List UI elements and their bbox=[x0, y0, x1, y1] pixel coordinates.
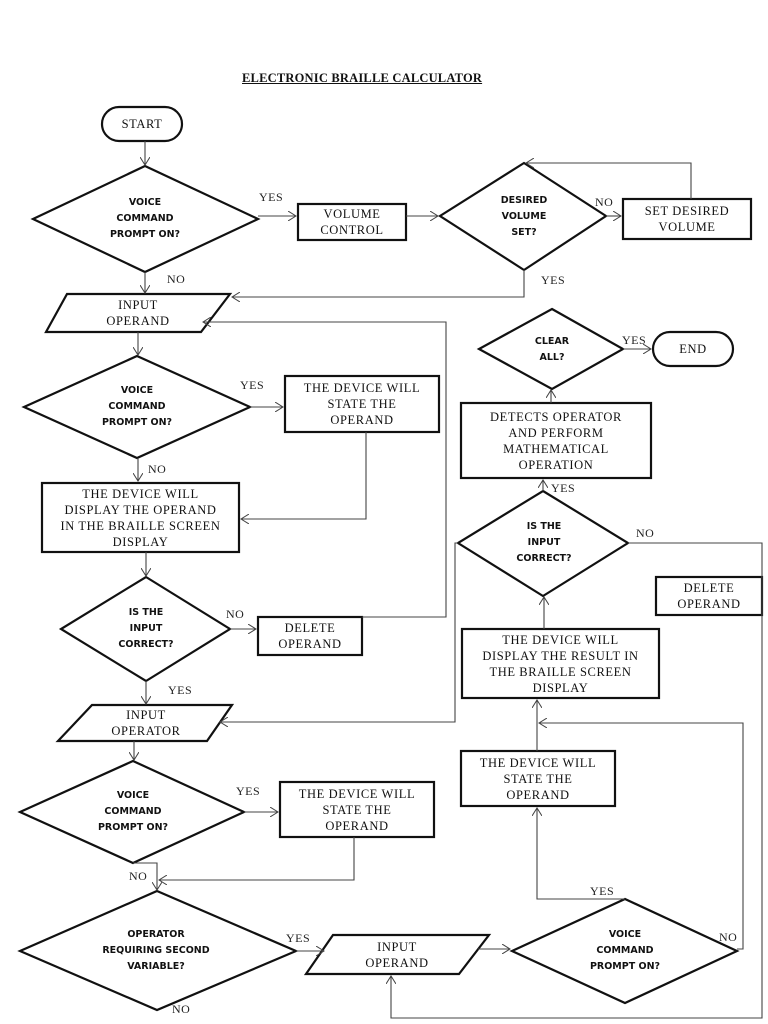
connector-desired-yes bbox=[232, 270, 525, 297]
start-terminal bbox=[100, 105, 184, 143]
delete-operand-box-2 bbox=[654, 575, 764, 617]
branch-label-yes: YES bbox=[622, 333, 647, 347]
voice-prompt-label-4: VOICE COMMAND PROMPT ON? bbox=[589, 929, 661, 972]
display-result-box bbox=[460, 627, 661, 700]
volume-control-box bbox=[296, 202, 408, 242]
clear-all-decision bbox=[476, 307, 626, 391]
delete-operand-label-2: DELETE OPERAND bbox=[677, 581, 741, 611]
delete-operand-box-1 bbox=[256, 615, 364, 657]
voice-prompt-label-1: VOICE COMMAND PROMPT ON? bbox=[109, 197, 181, 240]
branch-label-no: NO bbox=[719, 930, 738, 944]
desired-volume-label: DESIRED VOLUME SET? bbox=[500, 195, 548, 238]
volume-control-label: VOLUME CONTROL bbox=[320, 207, 384, 237]
connector-voice3-no bbox=[133, 862, 157, 890]
detect-operator-box bbox=[459, 401, 653, 480]
input-correct-label-1: IS THE INPUT CORRECT? bbox=[118, 607, 174, 650]
start-label: START bbox=[121, 117, 163, 131]
connector-set-volume-loop bbox=[526, 163, 692, 199]
state-operand-label-3: THE DEVICE WILL STATE THE OPERAND bbox=[479, 755, 597, 802]
branch-label-no: NO bbox=[636, 526, 655, 540]
voice-prompt-decision-2 bbox=[21, 354, 253, 460]
clear-all-label: CLEAR ALL? bbox=[534, 336, 570, 363]
input-operand-label-1: INPUT OPERAND bbox=[106, 298, 170, 328]
set-desired-volume-box bbox=[621, 197, 753, 241]
second-variable-label: OPERATOR REQUIRING SECOND VARIABLE? bbox=[102, 929, 210, 972]
branch-label-yes: YES bbox=[168, 683, 193, 697]
second-variable-decision bbox=[17, 889, 299, 1012]
connector-state1-to-display bbox=[241, 432, 367, 519]
input-operand-parallelogram-1 bbox=[44, 292, 233, 334]
delete-operand-label-1: DELETE OPERAND bbox=[278, 621, 342, 651]
input-operand-parallelogram-2 bbox=[303, 933, 492, 976]
branch-label-no: NO bbox=[595, 195, 614, 209]
voice-prompt-label-3: VOICE COMMAND PROMPT ON? bbox=[97, 790, 169, 833]
set-desired-volume-label: SET DESIRED VOLUME bbox=[644, 204, 730, 234]
state-operand-label-2: THE DEVICE WILL STATE THE OPERAND bbox=[298, 786, 416, 833]
connector-delete1-loop bbox=[203, 322, 447, 618]
state-operand-box-2 bbox=[278, 780, 436, 839]
branch-label-yes: YES bbox=[236, 784, 261, 798]
voice-prompt-decision-4 bbox=[509, 897, 740, 1005]
branch-label-no: NO bbox=[148, 462, 167, 476]
branch-label-no: NO bbox=[226, 607, 245, 621]
connector-correct2-loop-to-operator bbox=[220, 542, 458, 722]
branch-label-yes: YES bbox=[240, 378, 265, 392]
connector-correct2-no bbox=[391, 542, 763, 1019]
display-result-label: THE DEVICE WILL DISPLAY THE RESULT IN TH… bbox=[482, 632, 639, 695]
branch-label-no: NO bbox=[129, 869, 148, 883]
state-operand-box-3 bbox=[459, 749, 617, 808]
branch-label-no: NO bbox=[167, 272, 186, 286]
display-operand-box bbox=[40, 481, 241, 554]
end-label: END bbox=[679, 342, 707, 356]
input-correct-decision-2 bbox=[455, 489, 631, 598]
branch-label-yes: YES bbox=[551, 481, 576, 495]
branch-label-yes: YES bbox=[541, 273, 566, 287]
page-title: ELECTRONIC BRAILLE CALCULATOR bbox=[242, 71, 483, 85]
branch-label-yes: YES bbox=[590, 884, 615, 898]
state-operand-box-1 bbox=[283, 374, 441, 434]
branch-label-yes: YES bbox=[259, 190, 284, 204]
detect-operator-label: DETECTS OPERATOR AND PERFORM MATHEMATICA… bbox=[490, 409, 622, 472]
input-correct-label-2: IS THE INPUT CORRECT? bbox=[516, 521, 572, 564]
input-operator-label: INPUT OPERATOR bbox=[111, 708, 181, 738]
branch-label-yes: YES bbox=[286, 931, 311, 945]
state-operand-label-1: THE DEVICE WILL STATE THE OPERAND bbox=[303, 381, 421, 427]
voice-prompt-label-2: VOICE COMMAND PROMPT ON? bbox=[101, 385, 173, 428]
connector-state2-to-second bbox=[159, 837, 355, 880]
input-operator-parallelogram bbox=[55, 703, 235, 743]
display-operand-label: THE DEVICE WILL DISPLAY THE OPERAND IN T… bbox=[60, 486, 221, 549]
connector-voice4-no bbox=[539, 723, 744, 950]
input-operand-label-2: INPUT OPERAND bbox=[365, 939, 429, 970]
end-terminal bbox=[651, 330, 735, 368]
connector-voice4-yes bbox=[537, 808, 625, 900]
branch-label-no: NO bbox=[172, 1002, 191, 1016]
